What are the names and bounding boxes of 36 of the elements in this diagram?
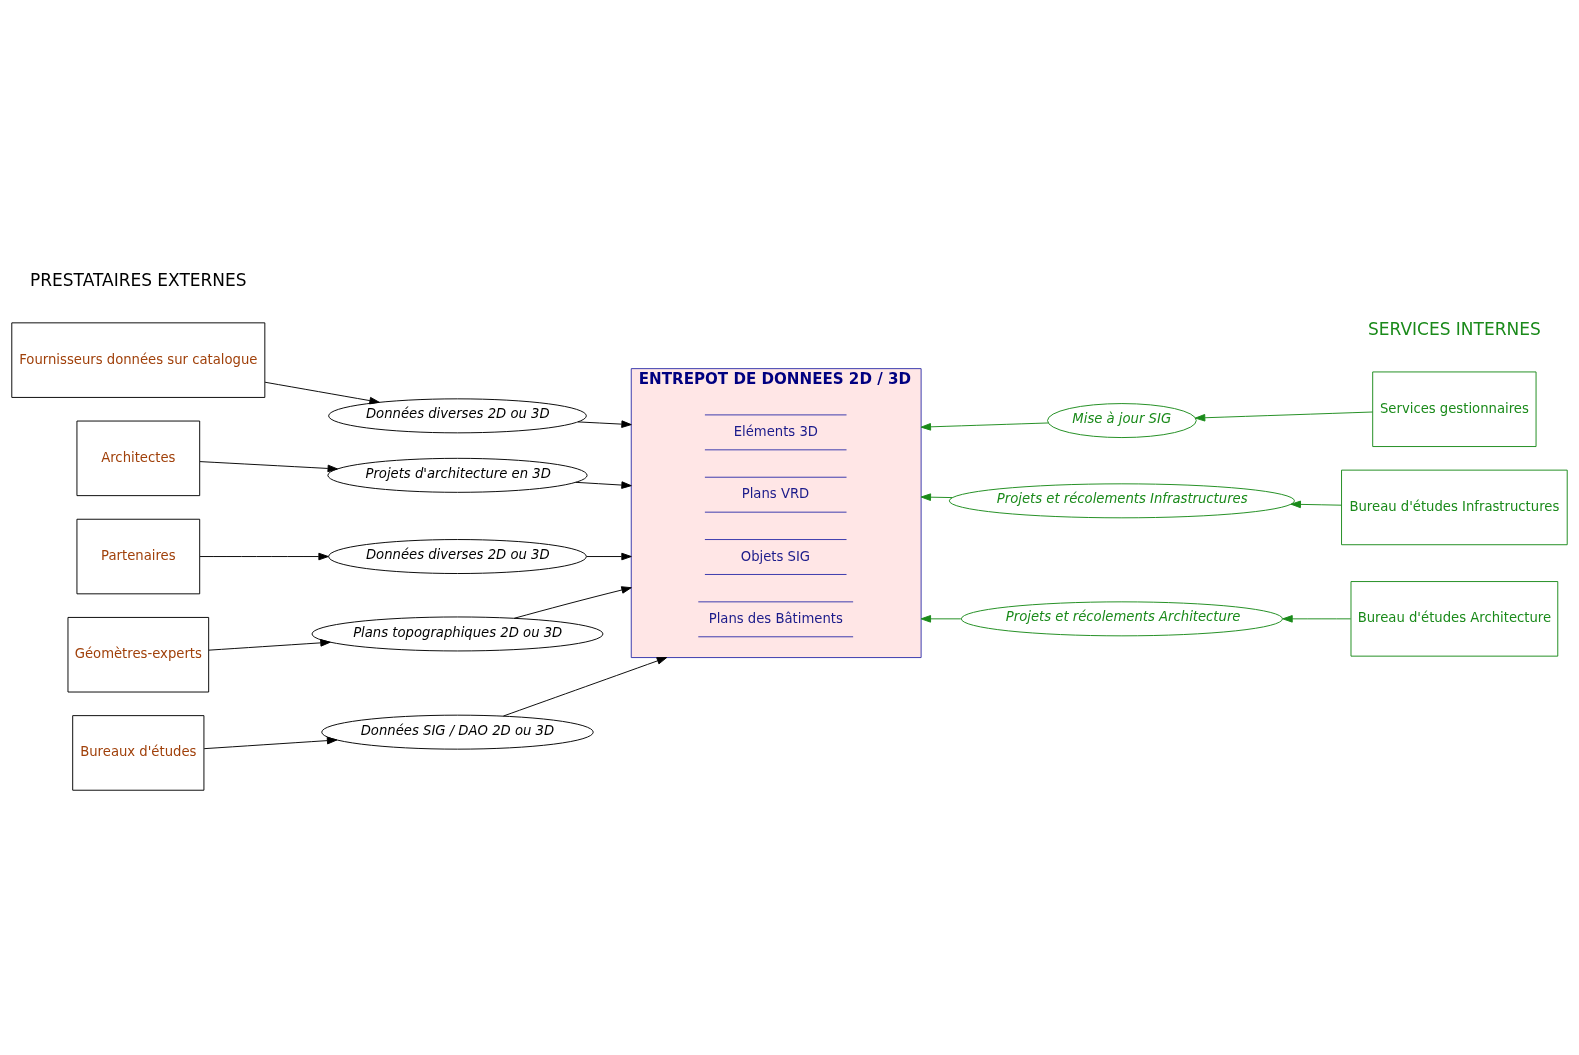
arrow <box>264 381 380 405</box>
arrow <box>1290 500 1342 509</box>
node-box: Architectes <box>76 420 201 497</box>
label: SERVICES INTERNES <box>1368 319 1541 340</box>
arrow <box>502 657 668 717</box>
node-ellipse: Plans topographiques 2D ou 3D <box>311 616 604 652</box>
node-text: Eléments 3D <box>733 423 819 439</box>
node-ellipse: Projets et récolements Infrastructures <box>948 483 1295 519</box>
arrow <box>920 422 1049 431</box>
node-ellipse: Projets et récolements Architecture <box>960 601 1283 637</box>
arrow <box>199 461 338 473</box>
node-ellipse: Mise à jour SIG <box>1047 403 1197 439</box>
arrow <box>208 639 331 651</box>
arrow <box>920 615 962 623</box>
node-box: Géomètres-experts <box>67 616 210 693</box>
arrow <box>1282 615 1352 623</box>
arrow <box>920 493 953 501</box>
node-box: Bureau d'études Infrastructures <box>1341 469 1568 546</box>
arrow <box>513 586 632 619</box>
node-box: Fournisseurs données sur catalogue <box>11 322 266 398</box>
arrow <box>575 481 632 489</box>
node-text: Plans VRD <box>741 486 810 502</box>
node-box: Bureaux d'études <box>72 715 205 791</box>
arrow <box>586 552 632 561</box>
label: PRESTATAIRES EXTERNES <box>30 269 247 290</box>
arrow <box>203 736 338 750</box>
node-ellipse: Données diverses 2D ou 3D <box>328 539 587 574</box>
arrow <box>199 552 329 561</box>
node-box: Services gestionnaires <box>1372 371 1537 447</box>
node-box: Partenaires <box>76 518 201 595</box>
node-text: Objets SIG <box>740 548 811 564</box>
arrow <box>577 420 632 428</box>
node-box: Bureau d'études Architecture <box>1350 581 1559 657</box>
arrow <box>1194 411 1374 422</box>
node-ellipse: Données SIG / DAO 2D ou 3D <box>321 714 594 750</box>
node-text: Plans des Bâtiments <box>708 610 843 626</box>
